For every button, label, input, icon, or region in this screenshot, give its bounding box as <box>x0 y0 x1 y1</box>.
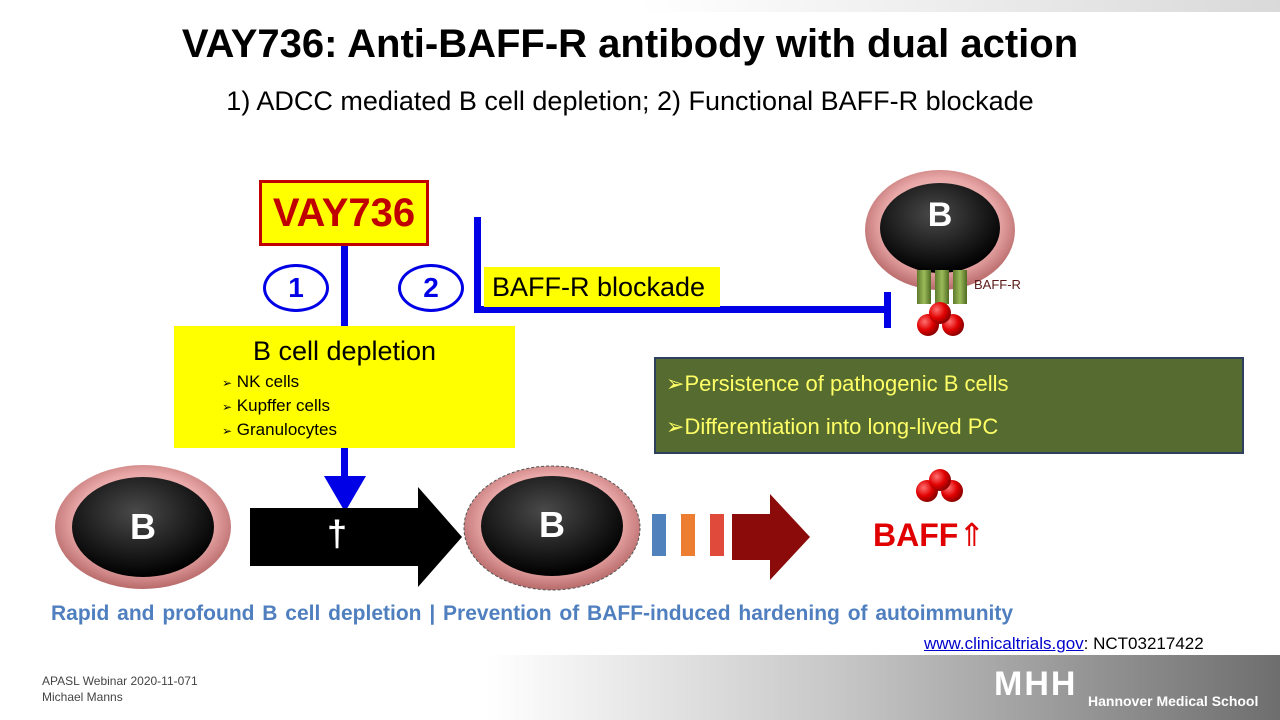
b-cell-top-label: B <box>927 196 953 234</box>
list-item: ➢Differentiation into long-lived PC <box>666 414 999 439</box>
footer-gradient-bar <box>0 655 1280 720</box>
baff-increase-label: BAFF⇑ <box>873 517 986 553</box>
blockade-line-vertical <box>474 217 481 313</box>
drug-label-box: VAY736 <box>259 180 429 246</box>
baff-ligand-ball <box>929 302 951 324</box>
mhh-logo: MHH <box>994 665 1078 703</box>
slide-subtitle: 1) ADCC mediated B cell depletion; 2) Fu… <box>226 86 1034 116</box>
top-gradient-bar <box>640 0 1280 12</box>
dagger-icon: † <box>326 513 348 554</box>
b-cell-left-nucleus <box>72 477 214 577</box>
list-item: ➢ NK cells <box>222 372 300 391</box>
blockade-tbar <box>884 292 891 328</box>
slide-caption: Rapid and profound B cell depletion | Pr… <box>51 602 1014 625</box>
drug-depletion-line <box>341 246 348 328</box>
blockade-line-horizontal <box>474 306 890 313</box>
clinicaltrials-link[interactable]: www.clinicaltrials.gov <box>924 634 1084 653</box>
baff-ball <box>929 469 951 491</box>
b-cell-middle-outline <box>463 465 641 591</box>
baff-r-receptor-3 <box>953 270 967 304</box>
progress-bar-red <box>710 514 724 556</box>
baff-r-label: BAFF-R <box>974 277 1021 292</box>
depletion-process-arrow <box>250 487 462 587</box>
b-cell-left-label: B <box>130 506 156 547</box>
progress-bar-blue <box>652 514 666 556</box>
depletion-list: ➢ NK cells ➢ Kupffer cells ➢ Granulocyte… <box>222 372 337 444</box>
footer-line-2: Michael Manns <box>42 690 123 704</box>
slide-title: VAY736: Anti-BAFF-R antibody with dual a… <box>181 22 1079 66</box>
step-2-badge: 2 <box>398 264 464 312</box>
footer-text: APASL Webinar 2020-11-071 Michael Manns <box>42 673 198 705</box>
baff-increase-arrow <box>732 494 810 580</box>
b-cell-top-nucleus <box>880 183 1000 273</box>
list-item: ➢ Kupffer cells <box>222 396 331 415</box>
depletion-title: B cell depletion <box>252 336 437 366</box>
institution-name: Hannover Medical School <box>1088 693 1259 709</box>
baff-r-receptor-1 <box>917 270 931 304</box>
list-item: ➢Persistence of pathogenic B cells <box>666 371 1009 396</box>
trial-reference: www.clinicaltrials.gov: NCT03217422 <box>924 634 1204 653</box>
list-item: ➢ Granulocytes <box>222 420 337 439</box>
consequences-box: ➢Persistence of pathogenic B cells ➢Diff… <box>654 357 1244 454</box>
depletion-arrow-shaft <box>341 448 348 478</box>
depletion-panel: B cell depletion ➢ NK cells ➢ Kupffer ce… <box>174 326 515 448</box>
footer-line-1: APASL Webinar 2020-11-071 <box>42 674 198 688</box>
baff-r-receptor-2 <box>935 270 949 304</box>
b-cell-middle-nucleus <box>481 476 623 576</box>
depletion-arrowhead <box>324 476 366 512</box>
blockade-label: BAFF-R blockade <box>484 267 720 307</box>
step-1-badge: 1 <box>263 264 329 312</box>
b-cell-middle-label: B <box>539 504 565 545</box>
progress-bar-orange <box>681 514 695 556</box>
